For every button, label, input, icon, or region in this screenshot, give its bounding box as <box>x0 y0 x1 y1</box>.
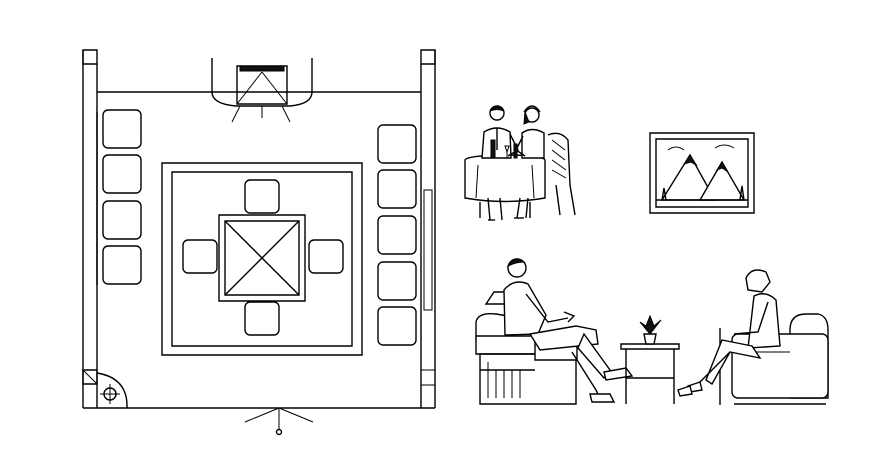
right-chair-2 <box>378 170 416 208</box>
left-armchair-base <box>480 354 576 404</box>
man-hair <box>490 107 504 111</box>
framed-mountain-painting <box>650 133 754 213</box>
seated-man-hand <box>564 312 574 322</box>
woman-hat <box>524 106 540 112</box>
wall-pier-left <box>83 50 97 64</box>
dining-chair-leg <box>556 185 560 215</box>
seated-man-shoe-2 <box>590 394 614 402</box>
wine-bottle <box>491 140 495 158</box>
left-chair-2 <box>103 155 141 193</box>
painting-trees <box>662 186 744 200</box>
fireplace-leg-right <box>282 106 290 122</box>
entry-line-2 <box>279 408 313 422</box>
seated-man-arm <box>526 294 568 322</box>
left-chair-1 <box>103 110 141 148</box>
man-legs <box>488 198 502 220</box>
woman-hair <box>524 112 529 124</box>
tablecloth-fold-2 <box>532 165 534 198</box>
right-sofa-seat <box>732 334 828 398</box>
tablecloth <box>465 160 545 202</box>
center-table-inner <box>225 221 299 295</box>
stool-bottom <box>245 302 279 335</box>
stool-top <box>245 180 279 213</box>
wine-bottle-2 <box>514 144 517 158</box>
seated-woman-legs <box>706 340 760 384</box>
center-table-diag-2 <box>225 221 299 295</box>
left-chair-4 <box>103 246 141 284</box>
right-chair-1 <box>378 125 416 163</box>
seated-man-hair <box>508 260 524 266</box>
fireplace-grate <box>240 66 284 71</box>
plant-leaves <box>640 316 661 334</box>
dining-chair-back <box>548 133 575 215</box>
man-arm <box>508 134 518 156</box>
living-room-floor-plan <box>83 50 435 435</box>
seated-man-torso <box>504 282 546 335</box>
dining-chair-back-pattern <box>552 140 566 178</box>
right-chair-4 <box>378 262 416 300</box>
painting-cloud <box>668 145 734 150</box>
entry-marker <box>277 430 282 435</box>
corner-arc <box>97 373 127 408</box>
fireplace-line-1 <box>237 72 262 104</box>
lounge-seating-elevation <box>476 259 828 405</box>
seated-woman-torso <box>748 294 780 348</box>
fireplace-hood <box>212 58 312 106</box>
rug-inner <box>172 172 352 346</box>
left-chair-3 <box>103 201 141 239</box>
painting-snowcap-1 <box>684 155 697 166</box>
painting-frame-inner <box>656 139 748 207</box>
window-right <box>424 190 432 310</box>
wall-pier-right <box>421 50 435 64</box>
seated-woman-shoe-2 <box>678 386 692 396</box>
center-table-outer <box>219 215 305 301</box>
tablecloth-fold-1 <box>476 165 478 198</box>
seated-woman-hair <box>746 270 770 292</box>
couple-dining-elevation <box>465 106 575 220</box>
painting-frame-outer <box>650 133 754 213</box>
entry-line-1 <box>245 408 279 422</box>
left-armchair-back <box>476 314 508 340</box>
seated-man-shoe-1 <box>604 368 632 380</box>
woman-legs <box>517 198 528 218</box>
fireplace-line-2 <box>262 72 287 104</box>
stool-left <box>183 240 217 273</box>
painting-snowcap-2 <box>717 162 728 172</box>
corner-column-diag <box>83 370 97 384</box>
rug-outer <box>162 163 362 355</box>
seated-woman-arm <box>734 302 768 334</box>
stool-right <box>309 240 343 273</box>
woman-body <box>522 130 544 159</box>
corner-column <box>83 370 97 384</box>
seated-man-shin <box>578 334 610 378</box>
seated-woman-leg-2 <box>698 352 730 384</box>
wine-glass <box>505 146 509 158</box>
fireplace-leg-left <box>232 106 240 122</box>
plant-pot <box>644 334 656 344</box>
fireplace-box <box>237 66 287 104</box>
right-chair-5 <box>378 307 416 345</box>
side-table-top <box>621 344 679 349</box>
right-chair-3 <box>378 216 416 254</box>
